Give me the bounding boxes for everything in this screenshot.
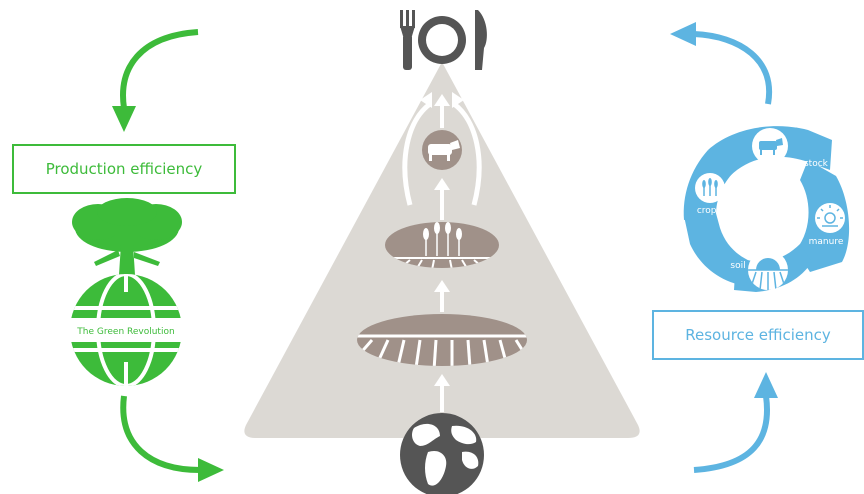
wheat-icon — [702, 178, 718, 196]
livestock-disc — [422, 130, 462, 170]
bottom-blue-arrow — [693, 395, 770, 473]
cow-icon — [428, 140, 460, 161]
zero-waste-label: Zero waste — [745, 205, 796, 215]
wheat-icon — [423, 222, 462, 256]
field-rows-icon — [357, 314, 527, 366]
livestock-label: livestock — [788, 159, 829, 169]
top-green-arrowhead — [112, 106, 136, 132]
manure-label: manure — [809, 237, 844, 247]
top-blue-arrow — [693, 31, 773, 105]
pyramid-flow-arrows — [402, 92, 482, 412]
manure-node: manure — [809, 203, 845, 247]
crops-node: crops — [695, 173, 725, 216]
bottom-blue-arrowhead — [754, 372, 778, 398]
top-green-arrow — [120, 29, 199, 109]
green-revolution-label: The Green Revolution — [76, 327, 174, 337]
bottom-green-arrow — [120, 395, 201, 473]
plate-cutlery-icon — [400, 10, 487, 70]
soil-label: soil — [730, 261, 745, 271]
cow-icon — [759, 138, 783, 155]
production-efficiency-box: Production efficiency — [12, 144, 236, 194]
bottom-green-arrowhead — [198, 458, 224, 482]
sun-icon — [817, 205, 843, 227]
livestock-node: livestock — [752, 128, 829, 169]
production-efficiency-cycle: The Green Revolution — [64, 29, 224, 482]
resource-efficiency-box: Resource efficiency — [652, 310, 864, 360]
earth-icon — [400, 413, 484, 494]
top-blue-arrowhead — [670, 22, 696, 46]
food-pyramid — [244, 10, 640, 494]
soil-node: soil — [730, 250, 788, 290]
resource-efficiency-label: Resource efficiency — [685, 326, 831, 344]
production-efficiency-label: Production efficiency — [45, 160, 203, 178]
resource-efficiency-cycle: livestock manure — [670, 22, 850, 473]
crops-label: crops — [697, 206, 722, 216]
green-globe-icon: The Green Revolution — [64, 274, 188, 386]
